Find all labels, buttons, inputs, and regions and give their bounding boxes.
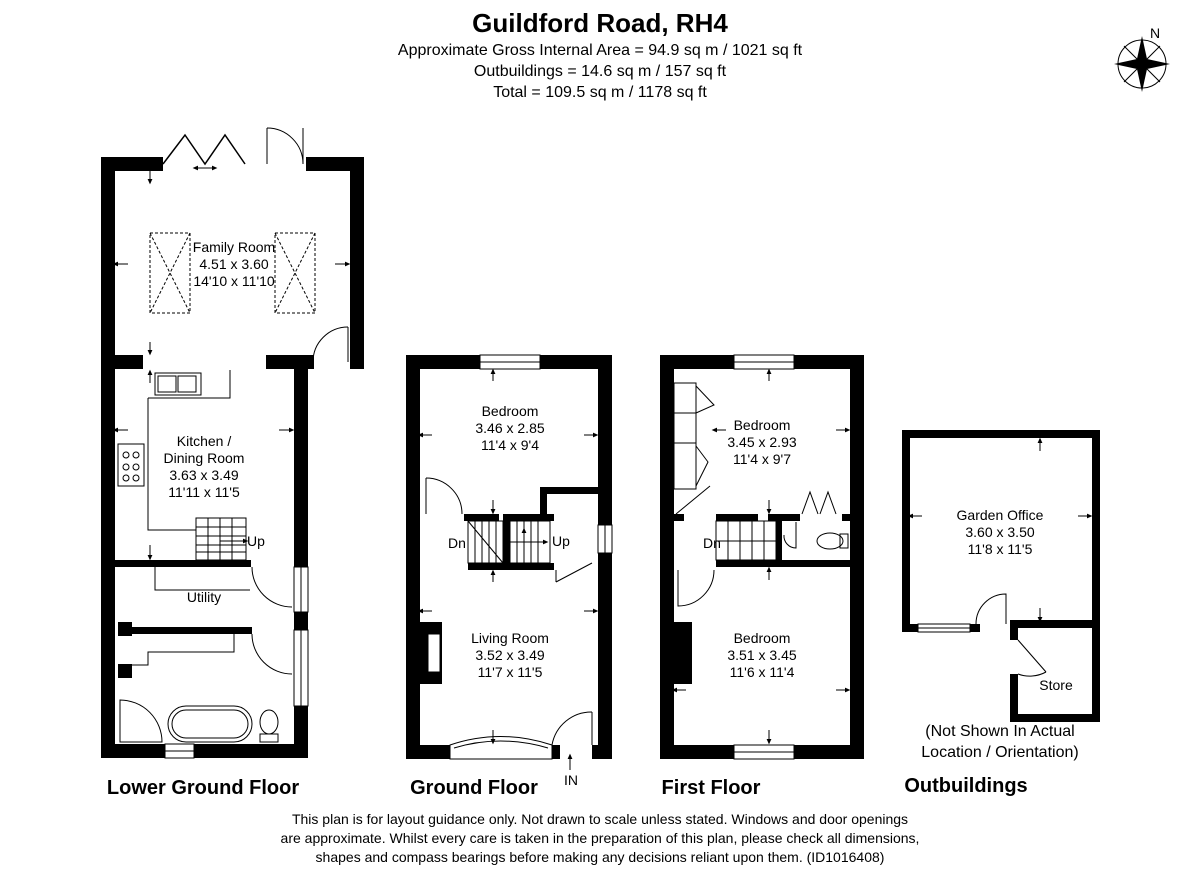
entrance-label: IN	[564, 772, 578, 788]
kitchen-imperial: 11'11 x 11'5	[168, 484, 240, 500]
disclaimer-line3: shapes and compass bearings before makin…	[315, 849, 885, 865]
store-name: Store	[1039, 677, 1073, 693]
first-bedroom-top-metric: 3.45 x 2.93	[727, 434, 796, 450]
ground-bedroom-imperial: 11'4 x 9'4	[481, 437, 539, 453]
outbuildings-label: Outbuildings	[904, 775, 1027, 797]
disclaimer-line1: This plan is for layout guidance only. N…	[291, 811, 909, 827]
first-bedroom-bottom-metric: 3.51 x 3.45	[727, 647, 796, 663]
disclaimer-line2: are approximate. Whilst every care is ta…	[280, 830, 920, 846]
compass-icon: N	[1114, 25, 1170, 92]
lower-ground-floor-plan: Family Room 4.51 x 3.60 14'10 x 11'10 Ki…	[101, 127, 364, 799]
family-room-imperial: 14'10 x 11'10	[193, 273, 275, 289]
first-stairs-down-label: Dn	[703, 535, 721, 551]
lower-stairs-up-label: Up	[247, 533, 265, 549]
ground-stairs-down-label: Dn	[448, 535, 466, 551]
ground-floor-plan: Bedroom 3.46 x 2.85 11'4 x 9'4 Dn Up Liv…	[406, 354, 613, 799]
compass-north-label: N	[1150, 25, 1160, 41]
garden-office-metric: 3.60 x 3.50	[965, 524, 1034, 540]
gross-area-text: Approximate Gross Internal Area = 94.9 s…	[397, 42, 803, 59]
garden-office-imperial: 11'8 x 11'5	[968, 541, 1033, 557]
ground-stairs-up-label: Up	[552, 533, 570, 549]
disclaimer: This plan is for layout guidance only. N…	[0, 810, 1200, 867]
ground-bedroom-metric: 3.46 x 2.85	[475, 420, 544, 436]
plan-header: Guildford Road, RH4 Approximate Gross In…	[0, 6, 1200, 103]
kitchen-name-line1: Kitchen /	[177, 433, 232, 449]
first-bedroom-top-name: Bedroom	[734, 417, 791, 433]
first-bedroom-bottom-name: Bedroom	[734, 630, 791, 646]
ground-floor-label: Ground Floor	[410, 777, 538, 799]
utility-name: Utility	[187, 589, 221, 605]
first-floor-plan: Bedroom 3.45 x 2.93 11'4 x 9'7 Dn Bedroo…	[660, 354, 864, 799]
first-floor-label: First Floor	[662, 777, 761, 799]
garden-office-name: Garden Office	[957, 507, 1044, 523]
living-room-imperial: 11'7 x 11'5	[478, 664, 543, 680]
living-room-name: Living Room	[471, 630, 549, 646]
property-title: Guildford Road, RH4	[472, 8, 728, 38]
first-bedroom-top-imperial: 11'4 x 9'7	[733, 451, 791, 467]
first-bedroom-bottom-imperial: 11'6 x 11'4	[730, 664, 795, 680]
ground-bedroom-name: Bedroom	[482, 403, 539, 419]
living-room-metric: 3.52 x 3.49	[475, 647, 544, 663]
family-room-metric: 4.51 x 3.60	[199, 256, 268, 272]
outbuildings-note-line1: (Not Shown In Actual	[925, 723, 1074, 740]
lower-ground-floor-label: Lower Ground Floor	[107, 777, 299, 799]
outbuildings-area-text: Outbuildings = 14.6 sq m / 157 sq ft	[473, 63, 727, 80]
kitchen-metric: 3.63 x 3.49	[169, 467, 238, 483]
kitchen-name-line2: Dining Room	[164, 450, 245, 466]
family-room-name: Family Room	[193, 239, 275, 255]
outbuildings-plan: Garden Office 3.60 x 3.50 11'8 x 11'5 St…	[902, 430, 1100, 797]
total-area-text: Total = 109.5 sq m / 1178 sq ft	[493, 84, 707, 101]
outbuildings-note-line2: Location / Orientation)	[921, 744, 1078, 761]
